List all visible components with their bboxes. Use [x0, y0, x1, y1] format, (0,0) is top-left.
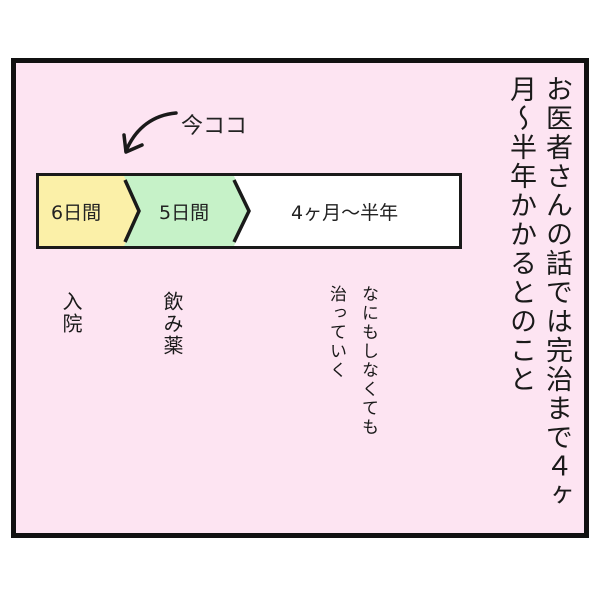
- segment-duration: 4ヶ月〜半年: [291, 201, 399, 224]
- caption-recovery-line1: なにもしなくても: [358, 285, 378, 437]
- curved-arrow-icon: [122, 111, 178, 154]
- timeline-segment-recovery: 4ヶ月〜半年: [269, 176, 459, 246]
- now-here-annotation: 今ココ: [181, 114, 248, 139]
- comic-panel: お医者さんの話では完治まで４ヶ月〜半年かかるとのこと 今ココ 6日間 5日間 4…: [11, 58, 589, 538]
- segment-duration: 5日間: [159, 201, 210, 224]
- caption-medication: 飲み薬: [160, 291, 184, 357]
- segment-duration: 6日間: [51, 201, 102, 224]
- timeline-segment-hospital: 6日間: [39, 176, 139, 246]
- treatment-timeline: 6日間 5日間 4ヶ月〜半年: [36, 173, 462, 249]
- narration-text: お医者さんの話では完治まで４ヶ月〜半年かかるとのこと: [505, 75, 572, 510]
- caption-hospital: 入院: [59, 291, 83, 335]
- caption-recovery-line2: 治っていく: [326, 285, 346, 380]
- chevron-dividers-icon: [123, 179, 251, 243]
- timeline-segment-medication: 5日間: [124, 176, 249, 246]
